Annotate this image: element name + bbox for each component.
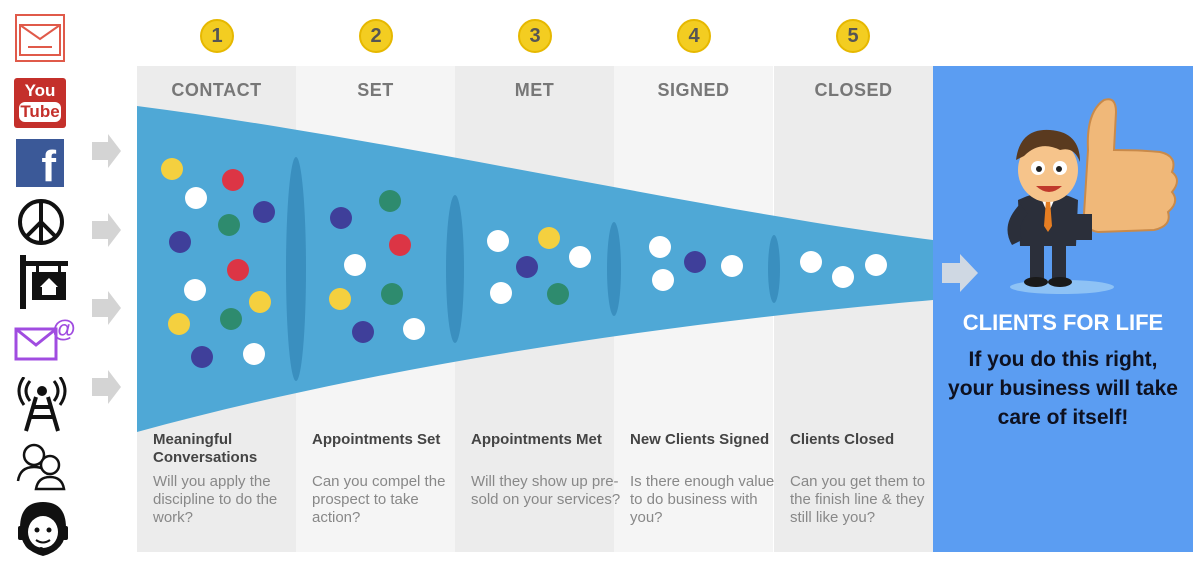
- signed-prospect-dots: [649, 236, 743, 291]
- youtube-tube-text: Tube: [19, 102, 61, 122]
- arrow-icon: [92, 370, 121, 404]
- stage-question-met: Will they show up pre-sold on your servi…: [471, 473, 621, 508]
- arrow-icon: [92, 291, 121, 325]
- stage-number-2: 2: [359, 19, 393, 53]
- stage-number-3: 3: [518, 19, 552, 53]
- arrow-icon: [92, 213, 121, 247]
- output-arrow-icon: [942, 254, 978, 292]
- stage-question-contact: Will you apply the discipline to do the …: [153, 473, 278, 526]
- funnel-ring-2: [446, 195, 464, 343]
- stage-number-4: 4: [677, 19, 711, 53]
- stage-heading-set: Appointments Set: [312, 431, 441, 448]
- radio-tower-icon: [17, 377, 67, 432]
- clients-for-life-title: CLIENTS FOR LIFE: [962, 310, 1164, 335]
- stage-title-met: MET: [514, 80, 555, 100]
- stage-title-signed: SIGNED: [657, 80, 730, 100]
- youtube-you-text: You: [24, 81, 56, 100]
- businessman-thumbs-up-icon: [1007, 98, 1178, 294]
- stage-title-set: SET: [357, 80, 394, 100]
- stage-title-closed: CLOSED: [814, 80, 893, 100]
- contact-prospect-dots: [161, 158, 275, 368]
- stage-heading-closed: Clients Closed: [790, 431, 895, 448]
- referral-people-icon: [16, 443, 66, 491]
- email-icon: @: [14, 316, 76, 361]
- for-sale-sign-icon: [20, 255, 68, 309]
- stage-heading-signed: New Clients Signed: [630, 431, 770, 448]
- clients-for-life-text: If you do this right, your business will…: [948, 348, 1178, 429]
- arrow-icon: [92, 134, 121, 168]
- stage-heading-contact: Meaningful Conversations: [153, 431, 258, 466]
- funnel-ring-1: [286, 157, 306, 381]
- stage-number-5: 5: [836, 19, 870, 53]
- call-center-icon: [18, 502, 68, 556]
- stage-heading-met: Appointments Met: [471, 431, 602, 448]
- stage-question-signed: Is there enough value to do business wit…: [630, 473, 775, 526]
- set-prospect-dots: [329, 190, 425, 343]
- funnel-ring-4: [768, 235, 780, 303]
- youtube-icon: You Tube: [14, 78, 66, 128]
- stage-number-1: 1: [200, 19, 234, 53]
- stage-question-set: Can you compel the prospect to take acti…: [312, 473, 446, 526]
- input-arrows: [92, 134, 121, 404]
- funnel-ring-3: [607, 222, 621, 316]
- facebook-icon: f: [16, 139, 64, 187]
- stage-question-closed: Can you get them to the finish line & th…: [790, 473, 926, 526]
- stage-title-contact: CONTACT: [171, 80, 262, 100]
- closed-prospect-dots: [800, 251, 887, 288]
- met-prospect-dots: [487, 227, 591, 305]
- peace-icon: [18, 199, 64, 245]
- direct-mail-icon: [15, 14, 65, 62]
- email-at-symbol: @: [52, 316, 75, 343]
